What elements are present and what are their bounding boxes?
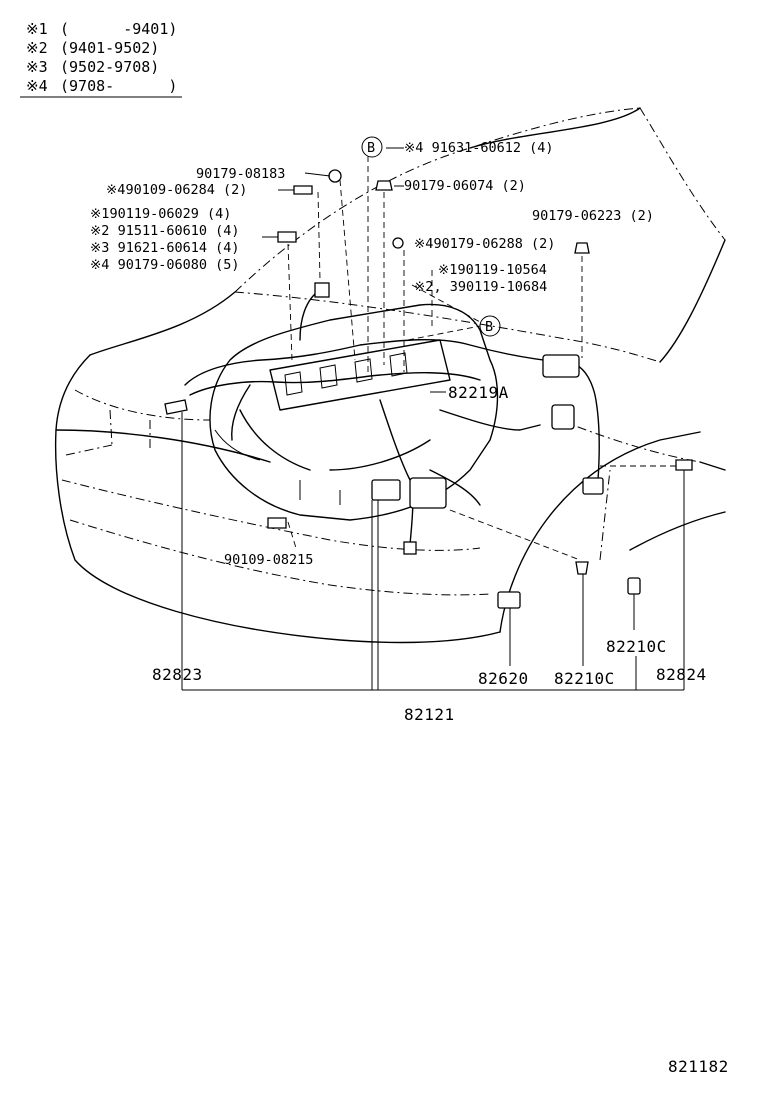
cylinder-head [269, 339, 451, 411]
harness-main-lower [189, 372, 481, 396]
label-82620: 82620 [478, 669, 529, 688]
b-circle-top-label: B [367, 140, 375, 156]
figure-id: 821182 [668, 1057, 729, 1076]
legend-range-3: (9502-9708) [60, 58, 159, 76]
hood-right-edge [639, 107, 726, 241]
sensor-82824 [675, 459, 693, 471]
legend-range-4: (9708- ) [60, 77, 177, 95]
fender-right-top [559, 419, 701, 463]
grille-lines [65, 409, 151, 456]
bumper-groove-upper [61, 479, 481, 551]
bolt-90109-06284 [293, 185, 313, 195]
windshield-pillar [659, 239, 726, 363]
label-multi-3: ※3 91621-60614 (4) [90, 240, 239, 256]
leader-08183-down [339, 179, 356, 361]
leader-b-mid [407, 325, 481, 341]
leader-10684 [411, 284, 481, 323]
headlamp-line [55, 429, 271, 463]
nut-90179-06074 [375, 180, 393, 191]
label-82219a: 82219A [448, 383, 509, 402]
label-90179-06288: ※490179-06288 (2) [414, 236, 555, 252]
label-multi-4: ※4 90179-06080 (5) [90, 257, 239, 273]
sensor-82823 [164, 399, 188, 415]
fuse-82210c-upper [627, 577, 641, 595]
legend-mark-3: ※3 [26, 58, 48, 76]
fender-right-lines [629, 461, 726, 551]
bumper-outline [54, 354, 501, 644]
engine-detail [214, 429, 341, 505]
harness-main-upper [184, 338, 561, 386]
headlamp-upper [74, 389, 211, 421]
legend-mark-1: ※1 [26, 20, 48, 38]
leader-08215 [287, 521, 297, 549]
label-90109-06284: ※490109-06284 (2) [106, 182, 247, 198]
leader-82210c-lower-dash [449, 509, 581, 561]
clip-90179-08183 [328, 169, 342, 183]
nut-90179-06223 [574, 242, 590, 254]
fender-right-arch [499, 431, 701, 633]
harness-mid-branch [439, 409, 541, 431]
leader-lines [181, 147, 685, 691]
b-circle-top [361, 136, 383, 158]
fender-inner-edge [599, 469, 611, 561]
legend-range-2: (9401-9502) [60, 39, 159, 57]
bolt-90109-08215 [267, 517, 287, 529]
b-circle-mid-label: B [485, 319, 493, 335]
ignition-coils [284, 352, 408, 396]
leader-multi-down [287, 243, 293, 361]
junction-box [371, 479, 401, 501]
sensor-plug [403, 541, 417, 555]
vehicle-body-drawing [54, 107, 726, 644]
bumper-groove-lower [69, 519, 491, 596]
harness-down-branch [379, 399, 414, 546]
label-multi-1: ※190119-06029 (4) [90, 206, 231, 222]
label-multi-2: ※2 91511-60610 (4) [90, 223, 239, 239]
fender-left-top [89, 291, 236, 356]
legend-mark-2: ※2 [26, 39, 48, 57]
harness-left-branch [231, 384, 251, 441]
engine-block [209, 303, 499, 521]
label-82121: 82121 [404, 705, 455, 724]
fuse-82210c-lower [575, 561, 589, 575]
leader-08183 [304, 172, 331, 177]
side-connector [582, 477, 604, 495]
label-90109-08215: 90109-08215 [224, 552, 313, 568]
label-90179-06223: 90179-06223 (2) [532, 208, 654, 224]
legend-range-1: ( -9401) [60, 20, 177, 38]
label-90179-08183: 90179-08183 [196, 166, 285, 182]
harness-connector-block [542, 354, 580, 378]
label-82210c-upper: 82210C [606, 637, 667, 656]
label-91631-60612: ※4 91631-60612 (4) [404, 140, 553, 156]
label-82824: 82824 [656, 665, 707, 684]
engine-manifold [239, 409, 431, 471]
label-90179-06074: 90179-06074 (2) [404, 178, 526, 194]
bolt-multi [277, 231, 297, 243]
harness-ecu-branch [429, 469, 481, 506]
hood-top-line [469, 107, 641, 149]
top-plug [314, 282, 330, 298]
callout-labels: B ※4 91631-60612 (4) 90179-08183 ※490109… [90, 136, 707, 724]
leader-06284-down [317, 191, 321, 281]
ecu-connector [409, 477, 447, 509]
label-90119-10564: ※190119-10564 [438, 262, 547, 278]
b-circle-mid [479, 315, 501, 337]
label-82823: 82823 [152, 665, 203, 684]
label-82210c-lower: 82210C [554, 669, 615, 688]
nut-90179-06288 [392, 237, 404, 249]
cowl-line [234, 291, 661, 363]
sensor-82620 [497, 591, 521, 609]
relay-block [551, 404, 575, 430]
legend: ※1 ( -9401) ※2 (9401-9502) ※3 (9502-9708… [20, 20, 182, 98]
label-90119-10684: ※2, 390119-10684 [414, 279, 547, 295]
legend-mark-4: ※4 [26, 77, 48, 95]
